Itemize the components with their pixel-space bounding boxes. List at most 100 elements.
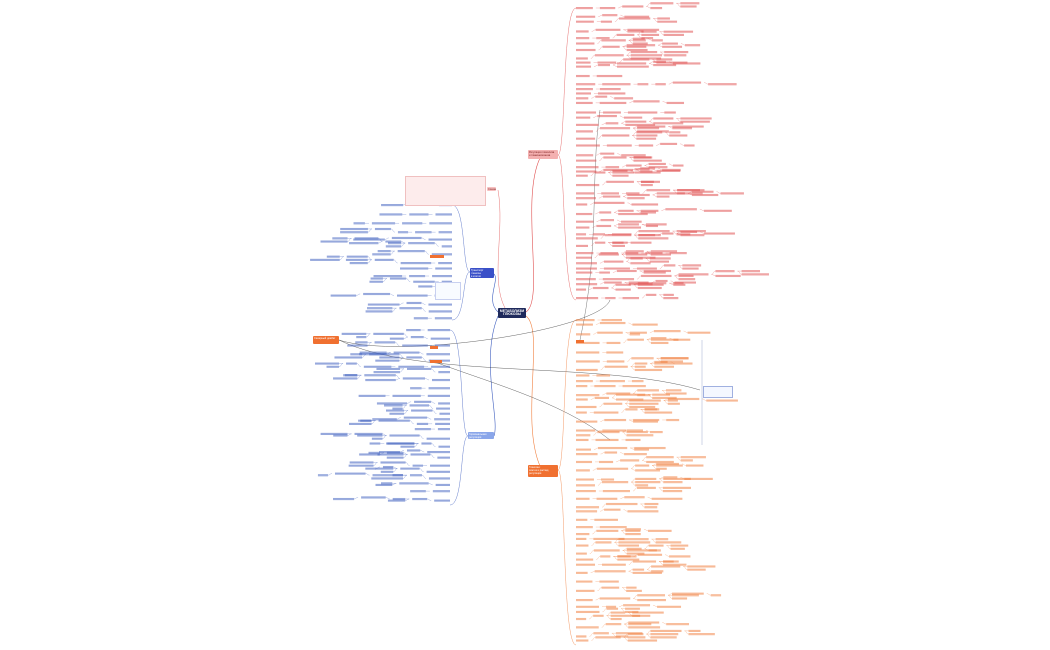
red-leaf-21-1-0[interactable] bbox=[638, 144, 654, 147]
red-leaf-44-3-0[interactable] bbox=[673, 282, 684, 284]
red-leaf-23-0-0[interactable] bbox=[603, 156, 627, 158]
blue-node-15[interactable] bbox=[434, 317, 452, 319]
orange-node-18[interactable] bbox=[576, 448, 591, 451]
orange-node-17[interactable] bbox=[576, 438, 589, 441]
red-leaf-14-0-0[interactable] bbox=[595, 95, 608, 98]
blue-leaf-12-1-1[interactable] bbox=[330, 294, 357, 297]
orange-leaf-30-0-2[interactable] bbox=[625, 532, 641, 535]
red-leaf-19-0-2[interactable] bbox=[637, 130, 669, 132]
orange-leaf-38-0-1[interactable] bbox=[626, 586, 637, 589]
orange-leaf-36-2-0[interactable] bbox=[651, 565, 681, 568]
red-node-27[interactable] bbox=[576, 183, 600, 186]
red-leaf-35-1-0[interactable] bbox=[638, 234, 656, 236]
orange-leaf-3-1-1[interactable] bbox=[650, 338, 679, 341]
red-leaf-35-0-2[interactable] bbox=[638, 237, 669, 239]
blue2-leaf-4-0-2[interactable] bbox=[375, 359, 400, 362]
red-node-30[interactable] bbox=[576, 203, 588, 206]
hub-left-blue2[interactable]: Гормональная регуляция bbox=[468, 432, 494, 439]
blue2-node-6[interactable] bbox=[438, 371, 450, 373]
red-leaf-45-1-0[interactable] bbox=[622, 297, 640, 299]
orange-leaf-18-1-0[interactable] bbox=[634, 446, 666, 449]
red-node-42[interactable] bbox=[576, 278, 596, 280]
blue2-leaf-8-0-0[interactable] bbox=[410, 387, 422, 389]
orange-leaf-23-1-0[interactable] bbox=[635, 477, 657, 480]
red-leaf-38-1-1[interactable] bbox=[650, 250, 678, 252]
orange-node-7[interactable] bbox=[576, 374, 590, 376]
orange-leaf-24-1-1[interactable] bbox=[662, 486, 691, 489]
orange-leaf-25-0-0[interactable] bbox=[596, 497, 618, 500]
orange-leaf-2-1-0[interactable] bbox=[629, 331, 647, 334]
orange-node-42[interactable] bbox=[576, 617, 587, 620]
blue2-node-16[interactable] bbox=[426, 437, 450, 440]
orange-leaf-43-1-0[interactable] bbox=[628, 621, 660, 624]
orange-leaf-20-2-1[interactable] bbox=[680, 456, 706, 458]
orange-leaf-24-1-0[interactable] bbox=[637, 486, 656, 489]
blue-node-9[interactable] bbox=[432, 275, 452, 277]
orange-leaf-23-1-2[interactable] bbox=[663, 481, 683, 483]
orange-leaf-41-0-2[interactable] bbox=[625, 610, 639, 613]
orange-leaf-3-1-2[interactable] bbox=[650, 341, 669, 344]
blue-leaf-9-1-0[interactable] bbox=[373, 275, 403, 277]
red-leaf-43-2-1[interactable] bbox=[674, 281, 696, 284]
red-leaf-18-1-1[interactable] bbox=[653, 122, 684, 124]
orange-leaf-43-0-2[interactable] bbox=[628, 626, 661, 628]
red-leaf-26-0-0[interactable] bbox=[594, 171, 606, 174]
red-leaf-4-2-2[interactable] bbox=[663, 33, 684, 36]
orange-leaf-8-1-0[interactable] bbox=[631, 380, 644, 382]
red-node-31[interactable] bbox=[576, 212, 593, 215]
orange-leaf-32-0-0[interactable] bbox=[595, 541, 612, 543]
red-leaf-40-1-0[interactable] bbox=[636, 267, 657, 270]
red-node-16[interactable] bbox=[576, 111, 597, 114]
red-node-41[interactable] bbox=[576, 271, 593, 274]
blue2-node-1[interactable] bbox=[430, 337, 450, 340]
red-leaf-29-2-1[interactable] bbox=[691, 193, 719, 196]
orange-node-23[interactable] bbox=[576, 484, 595, 486]
red-leaf-19-2-0[interactable] bbox=[672, 125, 704, 128]
blue2-leaf-19-0-0[interactable] bbox=[410, 453, 431, 456]
blue2-leaf-15-0-0[interactable] bbox=[414, 428, 431, 430]
orange-leaf-39-2-1[interactable] bbox=[710, 594, 722, 596]
red-leaf-21-2-0[interactable] bbox=[660, 142, 678, 145]
blue-leaf-7-0-0[interactable] bbox=[400, 262, 432, 264]
blue-leaf-5-1-1[interactable] bbox=[349, 242, 379, 244]
red-leaf-40-0-0[interactable] bbox=[603, 267, 630, 270]
blue2-leaf-2-1-0[interactable] bbox=[374, 341, 396, 343]
orange-leaf-33-1-0[interactable] bbox=[626, 547, 642, 550]
red-leaf-27-0-0[interactable] bbox=[606, 180, 634, 183]
orange-leaf-25-1-1[interactable] bbox=[651, 497, 683, 500]
blue2-leaf-0-0-0[interactable] bbox=[406, 329, 421, 331]
blue2-node-14[interactable] bbox=[435, 422, 450, 425]
blue2-leaf-25-0-0[interactable] bbox=[412, 497, 428, 500]
blue2-leaf-9-1-0[interactable] bbox=[358, 394, 386, 397]
blue-leaf-2-1-0[interactable] bbox=[371, 222, 396, 224]
blue2-leaf-16-0-0[interactable] bbox=[389, 434, 420, 437]
red-node-0[interactable] bbox=[576, 7, 593, 9]
red-leaf-37-2-0[interactable] bbox=[645, 252, 663, 254]
orange-node-24[interactable] bbox=[576, 490, 596, 492]
red-leaf-17-0-0[interactable] bbox=[597, 114, 617, 117]
blue2-leaf-22-0-0[interactable] bbox=[409, 474, 422, 476]
red-node-25[interactable] bbox=[576, 170, 597, 173]
red-leaf-21-0-0[interactable] bbox=[606, 144, 632, 147]
orange-leaf-29-0-0[interactable] bbox=[599, 526, 627, 528]
blue2-leaf-2-1-1[interactable] bbox=[355, 341, 368, 343]
red-leaf-5-0-1[interactable] bbox=[632, 39, 646, 41]
red-node-21[interactable] bbox=[576, 144, 600, 147]
orange-leaf-20-1-1[interactable] bbox=[646, 460, 674, 463]
red-leaf-19-1-0[interactable] bbox=[637, 125, 666, 128]
red-leaf-20-1-2[interactable] bbox=[669, 134, 688, 137]
red-leaf-31-2-0[interactable] bbox=[640, 209, 659, 212]
blue2-leaf-25-0-1[interactable] bbox=[387, 499, 406, 502]
red-leaf-35-0-0[interactable] bbox=[604, 234, 632, 236]
blue2-leaf-25-1-0[interactable] bbox=[392, 497, 406, 500]
orange-leaf-21-2-0[interactable] bbox=[656, 462, 679, 465]
red-node-36[interactable] bbox=[576, 244, 589, 247]
blue-leaf-5-0-2[interactable] bbox=[385, 245, 402, 247]
red-leaf-28-1-0[interactable] bbox=[625, 192, 640, 194]
orange-leaf-32-0-2[interactable] bbox=[618, 544, 640, 547]
blue-node-14[interactable] bbox=[428, 310, 452, 312]
orange-leaf-34-1-0[interactable] bbox=[617, 555, 631, 557]
orange-leaf-39-2-0[interactable] bbox=[672, 592, 704, 595]
blue-leaf-6-0-2[interactable] bbox=[372, 253, 391, 255]
red-leaf-8-0-0[interactable] bbox=[597, 61, 617, 64]
